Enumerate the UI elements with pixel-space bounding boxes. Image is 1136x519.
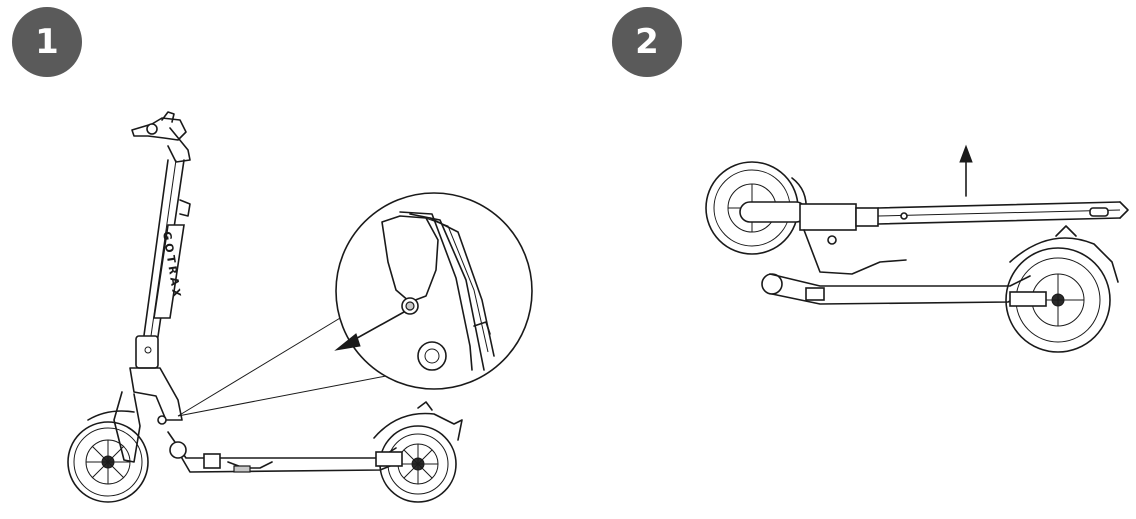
rear-wheel	[373, 401, 463, 503]
arrow-icon	[334, 311, 405, 351]
stem-folded	[877, 201, 1129, 225]
deck-folded	[761, 273, 1031, 305]
front-wheel	[67, 421, 149, 503]
stem: GOTRAX	[135, 159, 191, 369]
step-1-number: 1	[35, 22, 59, 62]
rear-wheel-folded	[1005, 225, 1119, 353]
front-fork	[87, 367, 183, 463]
up-arrow-icon	[959, 144, 973, 197]
deck	[167, 431, 401, 473]
step-1-badge: 1	[12, 7, 82, 77]
step-2-badge: 2	[612, 7, 682, 77]
handlebar	[131, 111, 191, 163]
fork-folded	[739, 201, 907, 275]
upright-scooter: GOTRAX	[67, 111, 463, 503]
folded-scooter	[705, 144, 1129, 353]
zoom-callout	[177, 192, 533, 417]
step-2-number: 2	[635, 22, 659, 62]
